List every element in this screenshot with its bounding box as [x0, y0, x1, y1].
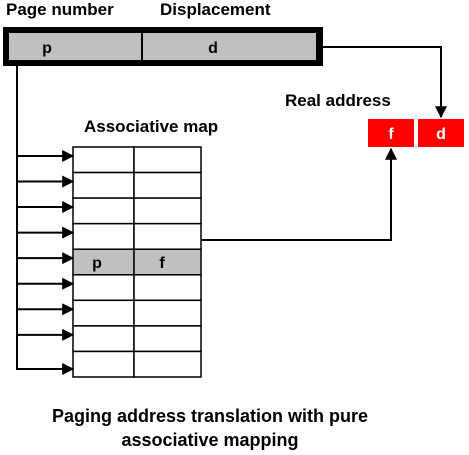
- map-page-cell: [72, 171, 135, 199]
- matched-page-cell: [72, 248, 135, 276]
- real-address-register: f d: [368, 119, 464, 147]
- map-frame-cell: [133, 222, 202, 250]
- map-frame-cell: [133, 146, 202, 174]
- map-frame-cell: [133, 274, 202, 302]
- real-address-label: Real address: [285, 91, 391, 110]
- matched-page-text: p: [92, 255, 102, 272]
- map-page-cell: [72, 197, 135, 225]
- map-page-cell: [72, 299, 135, 327]
- associative-map-label: Associative map: [84, 117, 218, 136]
- map-page-cell: [72, 325, 135, 353]
- real-displacement-text: d: [436, 126, 446, 143]
- matched-frame-cell: [133, 248, 202, 276]
- map-page-cell: [72, 146, 135, 174]
- map-page-cell: [72, 274, 135, 302]
- map-frame-cell: [133, 197, 202, 225]
- caption-line-2: associative mapping: [121, 430, 299, 450]
- page-field-cell: [9, 33, 141, 60]
- map-frame-cell: [133, 299, 202, 327]
- frame-path-arrow: [201, 147, 397, 241]
- virtual-address-register: p d: [3, 27, 323, 66]
- map-frame-cell: [133, 325, 202, 353]
- page-number-label: Page number: [6, 0, 114, 19]
- map-frame-cell: [133, 350, 202, 378]
- real-displacement-cell: [418, 119, 464, 147]
- diagram-caption: Paging address translation with pure ass…: [0, 404, 420, 452]
- displacement-path-arrow: [316, 46, 447, 119]
- page-search-arrows: [17, 149, 75, 375]
- matched-frame-text: f: [159, 255, 165, 272]
- page-field-text: p: [42, 40, 52, 57]
- map-page-cell: [72, 222, 135, 250]
- displacement-field-cell: [143, 33, 316, 60]
- caption-line-1: Paging address translation with pure: [51, 406, 369, 426]
- displacement-field-text: d: [208, 40, 218, 57]
- displacement-label: Displacement: [160, 0, 271, 19]
- real-frame-text: f: [388, 126, 394, 143]
- map-page-cell: [72, 350, 135, 378]
- map-frame-cell: [133, 171, 202, 199]
- real-frame-cell: [368, 119, 414, 147]
